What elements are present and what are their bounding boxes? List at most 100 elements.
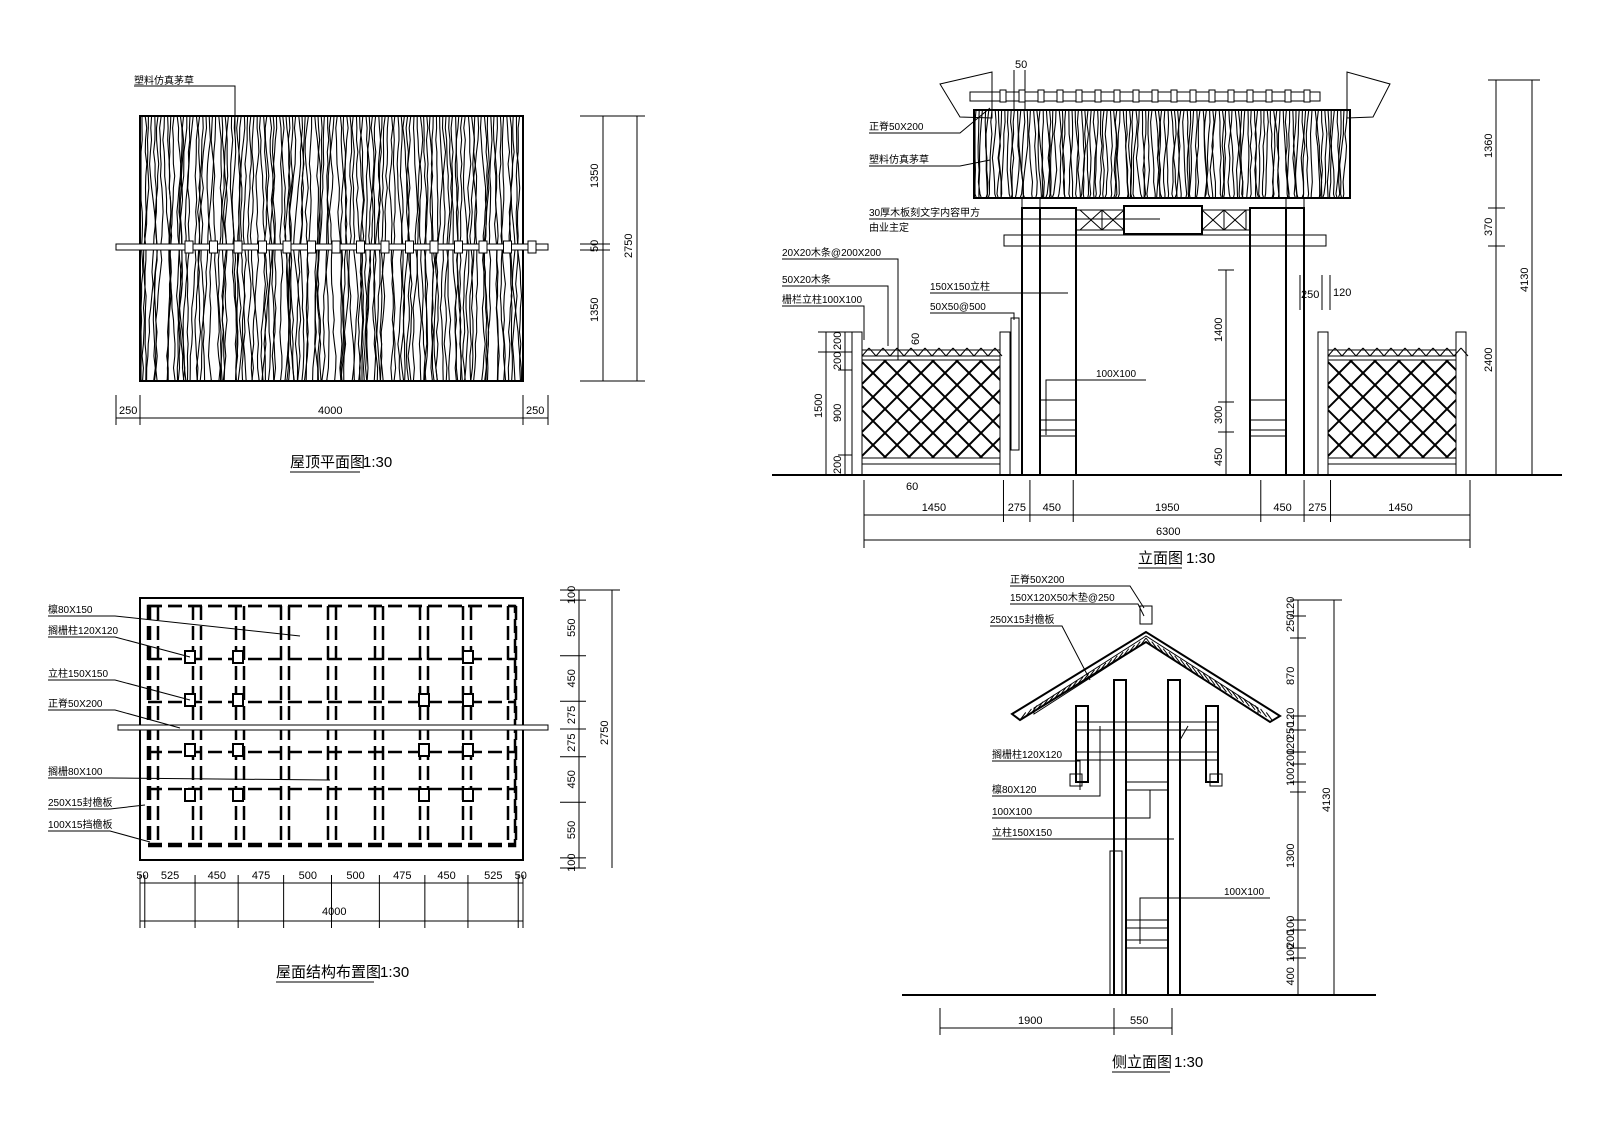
label-thatch: 塑料仿真茅草 (134, 74, 194, 87)
dim-struct-2750: 2750 (599, 721, 611, 745)
label-spacing: 50X50@500 (930, 302, 986, 313)
front-dim-ticks (863, 480, 1471, 548)
dim-front-bottom: 1950 (1155, 502, 1179, 514)
dim-front-1360: 1360 (1483, 134, 1495, 158)
dim-side-right: 100 (1285, 944, 1297, 962)
dim-struct-right: 450 (566, 770, 578, 788)
label-signboard: 30厚木板刻文字内容甲方 (869, 206, 980, 219)
dim-front-900: 900 (832, 404, 844, 422)
front-elevation-view: 正脊50X200 塑料仿真茅草 30厚木板刻文字内容甲方 由业主定 20X20木… (772, 59, 1562, 569)
label-owner: 由业主定 (869, 221, 909, 234)
structure-labels: 檩80X150 搁栅柱120X120 立柱150X150 正脊50X200 搁栅… (48, 603, 118, 831)
dim-side-right: 870 (1285, 667, 1297, 685)
dim-front-200b: 200 (832, 352, 844, 370)
dim-side-right: 120 (1285, 737, 1297, 755)
label-batten: 50X20木条 (782, 273, 831, 286)
structure-right-ticks (560, 589, 620, 869)
dim-side-right: 1300 (1285, 844, 1297, 868)
dim-plan-50: 50 (589, 240, 601, 252)
dim-struct-bottom: 450 (208, 870, 226, 882)
label-purlin: 檩80X150 (48, 603, 93, 616)
dim-side-right: 100 (1285, 916, 1297, 934)
dim-struct-bottom: 50 (136, 870, 148, 882)
dim-side-1900: 1900 (1018, 1015, 1042, 1027)
dim-front-60-top: 60 (910, 333, 922, 345)
label-side-100x100a: 100X100 (992, 807, 1032, 818)
dim-side-right: 200 (1285, 749, 1297, 767)
structure-dim-ticks (139, 875, 524, 928)
thatch-front-texture (974, 109, 1348, 199)
scale-roof-plan: 1:30 (363, 454, 392, 471)
dim-side-4130: 4130 (1321, 788, 1333, 812)
dim-front-bottom: 450 (1043, 502, 1061, 514)
dim-front-2400: 2400 (1483, 348, 1495, 372)
dim-front-1500: 1500 (813, 394, 825, 418)
dim-side-550: 550 (1130, 1015, 1148, 1027)
label-front-100x100: 100X100 (1096, 369, 1136, 380)
label-front-ridge: 正脊50X200 (869, 120, 924, 133)
dim-front-bottom: 1450 (1388, 502, 1412, 514)
dim-front-250: 250 (1301, 289, 1319, 301)
dim-plan-250-left: 250 (119, 405, 137, 417)
dim-struct-bottom: 500 (299, 870, 317, 882)
dim-side-right: 100 (1285, 768, 1297, 786)
dim-side-right: 120 (1285, 597, 1297, 615)
fence-left (861, 347, 1003, 465)
label-side-purlin: 檩80X120 (992, 783, 1037, 796)
dim-side-right: 120 (1285, 708, 1297, 726)
thatch-texture (140, 115, 523, 382)
scale-side-elevation: 1:30 (1174, 1054, 1203, 1071)
label-side-column: 立柱150X150 (992, 826, 1052, 839)
dim-plan-1350-top: 1350 (589, 164, 601, 188)
dim-struct-bottom: 500 (346, 870, 364, 882)
dim-front-370: 370 (1483, 218, 1495, 236)
dim-struct-right: 550 (566, 821, 578, 839)
dim-front-1400: 1400 (1213, 318, 1225, 342)
dim-struct-right: 100 (566, 586, 578, 604)
roof-structure-view: 檩80X150 搁栅柱120X120 立柱150X150 正脊50X200 搁栅… (48, 586, 620, 983)
dim-front-bottom: 1450 (922, 502, 946, 514)
cross-brace (1079, 209, 1247, 231)
dim-front-50: 50 (1015, 59, 1027, 71)
label-eave-board: 100X15挡檐板 (48, 818, 112, 831)
label-side-pad: 150X120X50木垫@250 (1010, 591, 1115, 604)
label-fascia: 250X15封檐板 (48, 796, 112, 809)
dim-front-bottom: 275 (1308, 502, 1326, 514)
dim-front-60-bottom: 60 (906, 481, 918, 493)
dim-struct-4000: 4000 (322, 906, 346, 918)
dim-struct-bottom: 50 (515, 870, 527, 882)
dim-struct-bottom: 475 (252, 870, 270, 882)
dim-plan-250-right: 250 (526, 405, 544, 417)
dim-front-bottom: 450 (1273, 502, 1291, 514)
dim-plan-1350-bottom: 1350 (589, 298, 601, 322)
dim-side-right: 250 (1285, 614, 1297, 632)
label-column: 立柱150X150 (48, 667, 108, 680)
ridge-blocks (184, 240, 537, 254)
roof-plan-view: 塑料仿真茅草 250 4000 250 1350 50 1350 2750 屋顶… (115, 74, 645, 473)
scale-roof-structure: 1:30 (380, 964, 409, 981)
dim-struct-right: 450 (566, 669, 578, 687)
label-front-column: 150X150立柱 (930, 280, 990, 293)
dim-front-4130: 4130 (1519, 268, 1531, 292)
label-joist-post: 搁栅柱120X120 (48, 624, 118, 637)
dim-side-right: 400 (1285, 967, 1297, 985)
title-roof-plan: 屋顶平面图 (290, 454, 365, 471)
dim-struct-right: 275 (566, 706, 578, 724)
label-side-joist-post: 搁栅柱120X120 (992, 748, 1062, 761)
front-dim-texts: 1450 275 450 1950 450 275 1450 (922, 502, 1413, 514)
dim-side-right: 250 (1285, 722, 1297, 740)
label-joist: 搁栅80X100 (48, 765, 103, 778)
label-side-ridge: 正脊50X200 (1010, 573, 1065, 586)
title-side-elevation: 侧立面图 (1112, 1054, 1172, 1071)
title-roof-structure: 屋面结构布置图 (276, 964, 381, 981)
label-side-100x100b: 100X100 (1224, 887, 1264, 898)
dim-front-450: 450 (1213, 448, 1225, 466)
dim-struct-bottom: 525 (161, 870, 179, 882)
title-front-elevation: 立面图 (1138, 550, 1183, 567)
dim-front-200a: 200 (832, 332, 844, 350)
dim-front-bottom: 275 (1008, 502, 1026, 514)
